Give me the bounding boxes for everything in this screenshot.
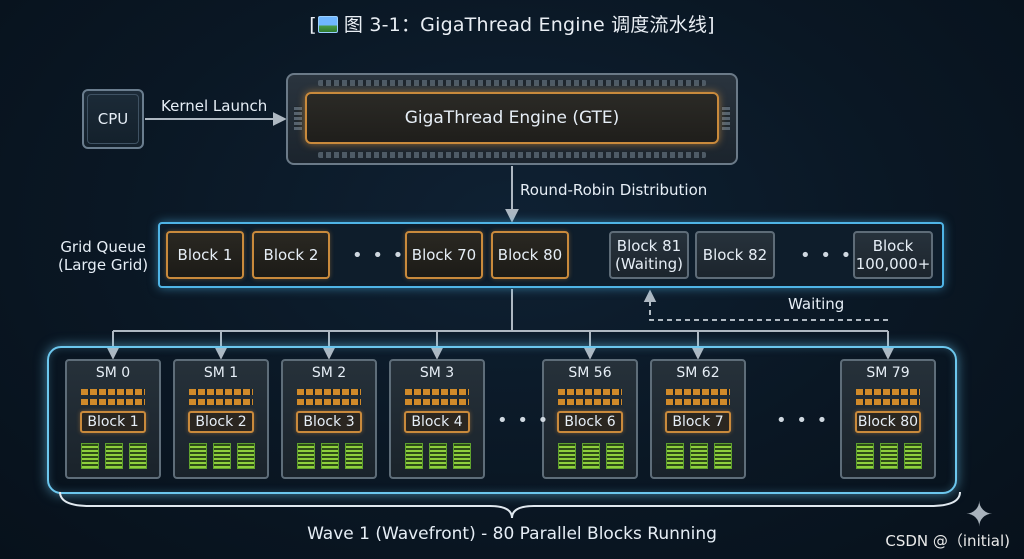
queue-ellipsis-2: • • •: [800, 245, 854, 266]
queue-block-82: Block 82: [695, 231, 775, 279]
sm-card: SM 0 Block 1: [65, 359, 161, 479]
sm-ellipsis-2: • • •: [776, 410, 830, 431]
sm-card: SM 79 Block 80: [840, 359, 936, 479]
queue-block-2: Block 2: [252, 231, 330, 279]
sm-register-strip: [189, 389, 253, 395]
sm-core-cluster: [189, 443, 207, 469]
sm-name: SM 0: [95, 365, 131, 381]
sm-register-strip: [405, 399, 469, 405]
queue-block-1: Block 1: [166, 231, 244, 279]
sm-core-cluster: [880, 443, 898, 469]
sm-name: SM 56: [568, 365, 612, 381]
sm-card: SM 56 Block 6: [542, 359, 638, 479]
figure-title: [图 3-1：GigaThread Engine 调度流水线]: [309, 14, 715, 36]
sm-register-strip: [81, 399, 145, 405]
gte-top-vent: [318, 80, 706, 86]
sm-core-cluster: [666, 443, 684, 469]
sm-register-strip: [405, 389, 469, 395]
queue-block-80: Block 80: [491, 231, 569, 279]
waiting-label: Waiting: [788, 295, 845, 313]
gte-left-grille: [294, 106, 302, 130]
sm-register-strip: [558, 389, 622, 395]
sm-core-cluster: [429, 443, 447, 469]
sm-block: Block 80: [855, 411, 921, 433]
cpu-box: CPU: [82, 89, 144, 149]
sm-register-strip: [558, 399, 622, 405]
gte-bottom-vent: [318, 152, 706, 158]
sm-register-strip: [189, 399, 253, 405]
sm-block: Block 6: [557, 411, 623, 433]
waiting-dashed-arrow: [643, 289, 888, 321]
gte-core: GigaThread Engine (GTE): [305, 92, 719, 144]
sm-block: Block 2: [188, 411, 254, 433]
sm-block: Block 7: [665, 411, 731, 433]
image-icon: [317, 16, 338, 33]
cpu-chip: CPU: [87, 94, 139, 144]
queue-block-70: Block 70: [405, 231, 483, 279]
sm-core-cluster: [405, 443, 423, 469]
sparkle-icon: ✦: [965, 495, 994, 535]
sm-core-cluster: [690, 443, 708, 469]
sm-core-cluster: [321, 443, 339, 469]
sm-card: SM 3 Block 4: [389, 359, 485, 479]
gte-right-grille: [722, 106, 730, 130]
sm-core-cluster: [297, 443, 315, 469]
round-robin-label: Round-Robin Distribution: [520, 181, 708, 199]
sm-core-cluster: [558, 443, 576, 469]
sm-register-strip: [666, 389, 730, 395]
kernel-launch-label: Kernel Launch: [161, 97, 268, 115]
sm-card: SM 2 Block 3: [281, 359, 377, 479]
queue-block-100000: Block 100,000+: [853, 231, 933, 279]
sm-register-strip: [297, 389, 361, 395]
sm-register-strip: [856, 389, 920, 395]
sm-core-cluster: [345, 443, 363, 469]
wave-container: [47, 346, 957, 494]
sm-core-cluster: [606, 443, 624, 469]
sm-core-cluster: [453, 443, 471, 469]
sm-core-cluster: [714, 443, 732, 469]
queue-ellipsis-1: • • •: [352, 245, 406, 266]
sm-register-strip: [856, 399, 920, 405]
sm-core-cluster: [237, 443, 255, 469]
sm-card: SM 1 Block 2: [173, 359, 269, 479]
sm-block: Block 3: [296, 411, 362, 433]
sm-name: SM 62: [676, 365, 720, 381]
sm-ellipsis-1: • • •: [497, 410, 551, 431]
sm-core-cluster: [129, 443, 147, 469]
sm-name: SM 3: [419, 365, 455, 381]
sm-block: Block 4: [404, 411, 470, 433]
grid-queue-label: Grid Queue (Large Grid): [58, 238, 149, 274]
sm-card: SM 62 Block 7: [650, 359, 746, 479]
watermark: CSDN @（initial): [885, 532, 1010, 550]
wave-label: Wave 1 (Wavefront) - 80 Parallel Blocks …: [307, 524, 717, 544]
sm-core-cluster: [582, 443, 600, 469]
queue-block-81: Block 81 (Waiting): [609, 231, 689, 279]
sm-name: SM 2: [311, 365, 347, 381]
sm-name: SM 1: [203, 365, 239, 381]
sm-core-cluster: [213, 443, 231, 469]
sm-core-cluster: [81, 443, 99, 469]
sm-core-cluster: [105, 443, 123, 469]
sm-register-strip: [666, 399, 730, 405]
sm-core-cluster: [904, 443, 922, 469]
figure-title-text: 图 3-1：GigaThread Engine 调度流水线]: [343, 14, 715, 36]
sm-name: SM 79: [866, 365, 910, 381]
sm-core-cluster: [856, 443, 874, 469]
sm-register-strip: [81, 389, 145, 395]
sm-block: Block 1: [80, 411, 146, 433]
sm-register-strip: [297, 399, 361, 405]
